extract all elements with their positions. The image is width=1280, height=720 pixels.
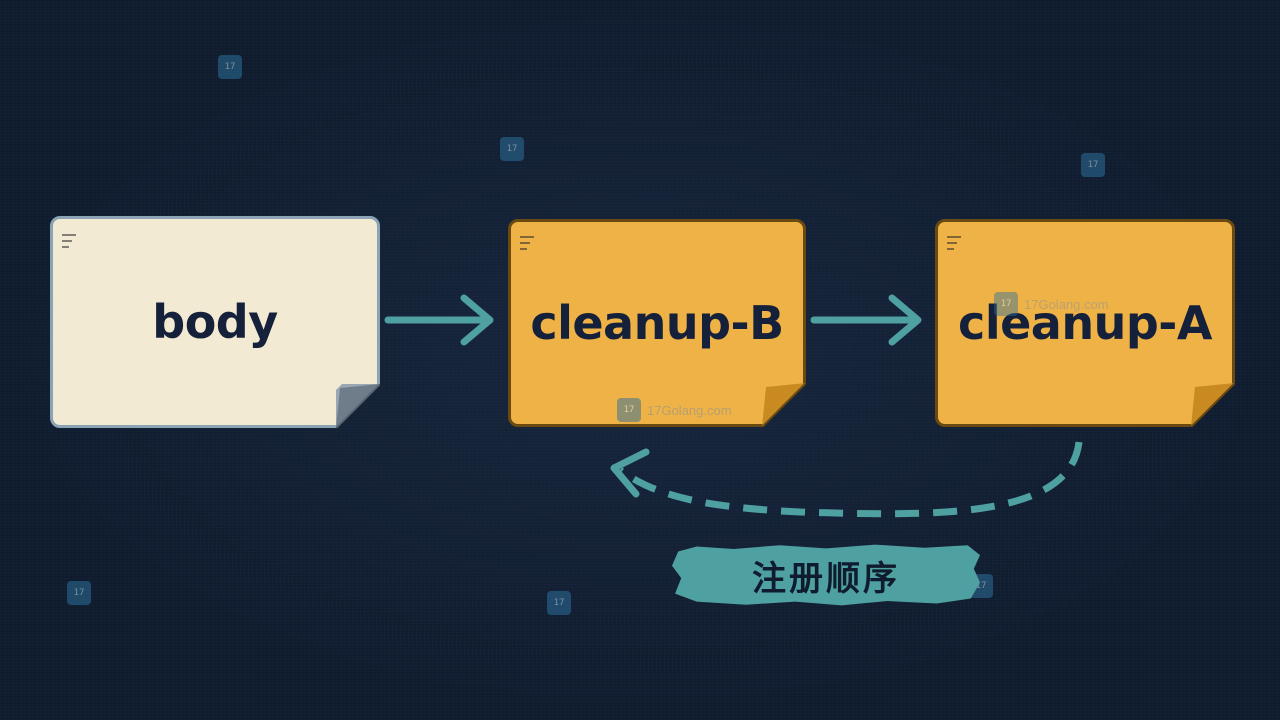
watermark: 17 bbox=[1081, 153, 1105, 177]
sketch-marks bbox=[947, 236, 961, 254]
arrow-body-to-cleanup-b bbox=[384, 294, 494, 346]
sketch-marks bbox=[520, 236, 534, 254]
arrow-cleanup-a-to-cleanup-b-dashed bbox=[610, 441, 1083, 518]
sketch-marks bbox=[62, 234, 76, 252]
watermark: 17 17Golang.com bbox=[617, 398, 732, 422]
brush-stroke-bg bbox=[672, 544, 980, 606]
watermark-logo-icon: 17 bbox=[67, 581, 91, 605]
watermark-logo-icon: 17 bbox=[218, 55, 242, 79]
watermark-text: 17Golang.com bbox=[647, 402, 732, 418]
watermark: 17 17Golang.com bbox=[994, 292, 1109, 316]
tag-label: 注册顺序 bbox=[752, 558, 900, 599]
registration-order-tag: 注册顺序 bbox=[672, 544, 980, 606]
node-label: cleanup-A bbox=[958, 296, 1212, 350]
node-label: body bbox=[152, 295, 278, 349]
node-cleanup-a: cleanup-A bbox=[935, 219, 1235, 427]
page-fold-icon bbox=[1191, 383, 1235, 427]
watermark-logo-icon: 17 bbox=[617, 398, 641, 422]
watermark-logo-icon: 17 bbox=[1081, 153, 1105, 177]
watermark-text: 17Golang.com bbox=[1024, 296, 1109, 312]
watermark-logo-icon: 17 bbox=[547, 591, 571, 615]
arrow-cleanup-b-to-cleanup-a bbox=[810, 294, 922, 346]
node-body: body bbox=[50, 216, 380, 428]
node-label: cleanup-B bbox=[530, 296, 784, 350]
watermark: 17 bbox=[218, 55, 242, 79]
watermark: 17 bbox=[547, 591, 571, 615]
page-fold-icon bbox=[336, 384, 380, 428]
page-fold-icon bbox=[762, 383, 806, 427]
watermark-logo-icon: 17 bbox=[994, 292, 1018, 316]
node-cleanup-b: cleanup-B bbox=[508, 219, 806, 427]
watermark: 17 bbox=[500, 137, 524, 161]
watermark-logo-icon: 17 bbox=[500, 137, 524, 161]
watermark: 17 bbox=[67, 581, 91, 605]
